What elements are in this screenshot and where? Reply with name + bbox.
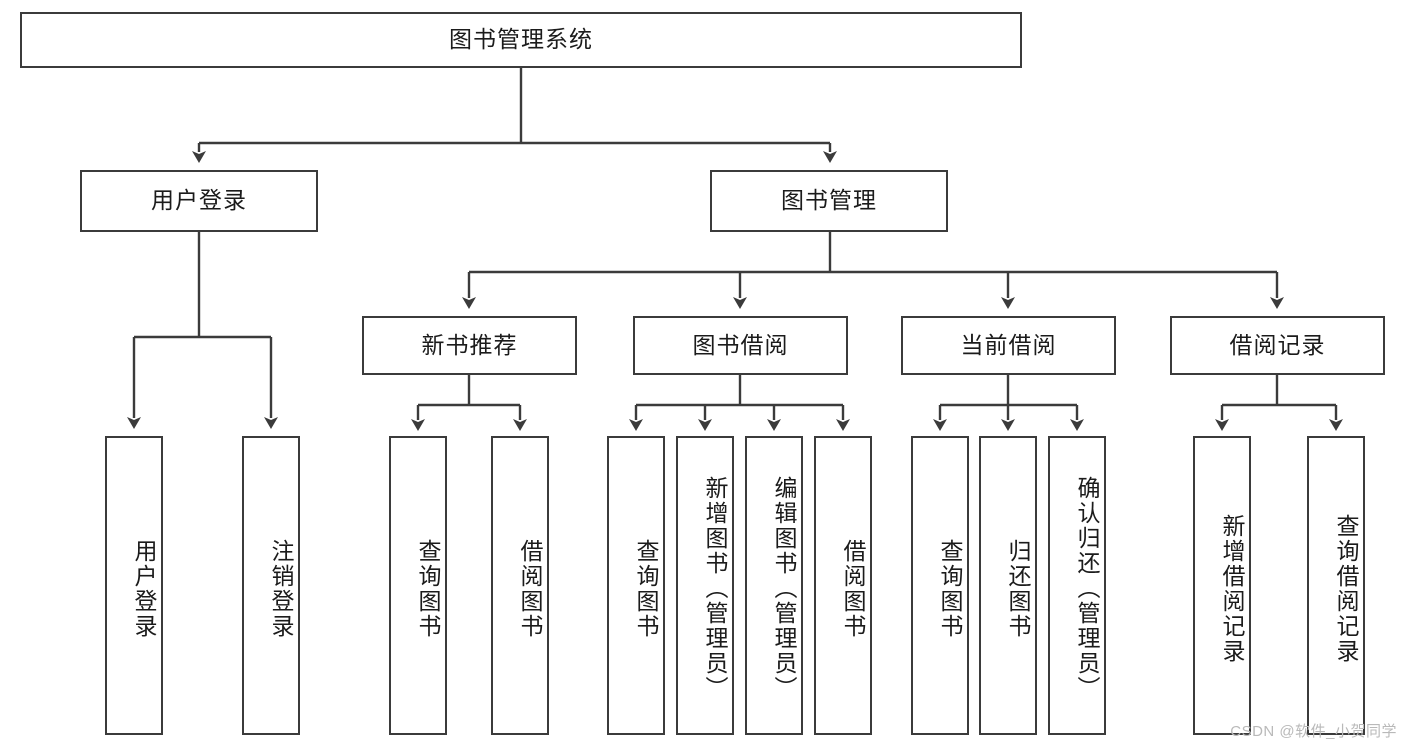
leaf-query-book-borrow[interactable]: 查询图书: [607, 436, 665, 735]
node-label: 当前借阅: [960, 331, 1057, 358]
node-label: 图书借阅: [692, 331, 789, 358]
node-label: 借阅图书: [517, 538, 543, 639]
node-user-login[interactable]: 用户登录: [80, 170, 318, 232]
node-label: 用户登录: [131, 538, 157, 639]
node-current-borrow[interactable]: 当前借阅: [901, 316, 1116, 375]
node-label: 借阅图书: [840, 538, 866, 639]
leaf-edit-book-admin[interactable]: 编辑图书（管理员）: [745, 436, 803, 735]
leaf-logout-login[interactable]: 注销登录: [242, 436, 300, 735]
node-label: 用户登录: [151, 187, 247, 214]
node-label: 查询图书: [633, 538, 659, 639]
node-label: 归还图书: [1005, 538, 1031, 639]
node-label: 注销登录: [268, 538, 294, 639]
node-borrow-record[interactable]: 借阅记录: [1170, 316, 1385, 375]
csdn-watermark: CSDN @软件_小贺同学: [1230, 723, 1397, 740]
leaf-query-book-current[interactable]: 查询图书: [911, 436, 969, 735]
leaf-query-borrow-record[interactable]: 查询借阅记录: [1307, 436, 1365, 735]
leaf-confirm-return-admin[interactable]: 确认归还（管理员）: [1048, 436, 1106, 735]
leaf-borrow-book-recommend[interactable]: 借阅图书: [491, 436, 549, 735]
node-root-system[interactable]: 图书管理系统: [20, 12, 1022, 68]
leaf-add-borrow-record[interactable]: 新增借阅记录: [1193, 436, 1251, 735]
node-label: 查询图书: [415, 538, 441, 639]
node-new-book-recommend[interactable]: 新书推荐: [362, 316, 577, 375]
node-label: 图书管理: [781, 187, 877, 214]
node-label: 新增图书（管理员）: [702, 476, 728, 701]
node-label: 图书管理系统: [449, 26, 593, 53]
node-label: 查询图书: [937, 538, 963, 639]
node-book-management[interactable]: 图书管理: [710, 170, 948, 232]
node-book-borrow[interactable]: 图书借阅: [633, 316, 848, 375]
node-label: 新书推荐: [421, 331, 518, 358]
node-label: 新增借阅记录: [1219, 513, 1245, 664]
leaf-return-book[interactable]: 归还图书: [979, 436, 1037, 735]
node-label: 查询借阅记录: [1333, 513, 1359, 664]
node-label: 确认归还（管理员）: [1074, 476, 1100, 701]
leaf-user-login[interactable]: 用户登录: [105, 436, 163, 735]
node-label: 编辑图书（管理员）: [771, 476, 797, 701]
leaf-query-book-recommend[interactable]: 查询图书: [389, 436, 447, 735]
leaf-borrow-book-borrow[interactable]: 借阅图书: [814, 436, 872, 735]
leaf-add-book-admin[interactable]: 新增图书（管理员）: [676, 436, 734, 735]
node-label: 借阅记录: [1229, 331, 1326, 358]
